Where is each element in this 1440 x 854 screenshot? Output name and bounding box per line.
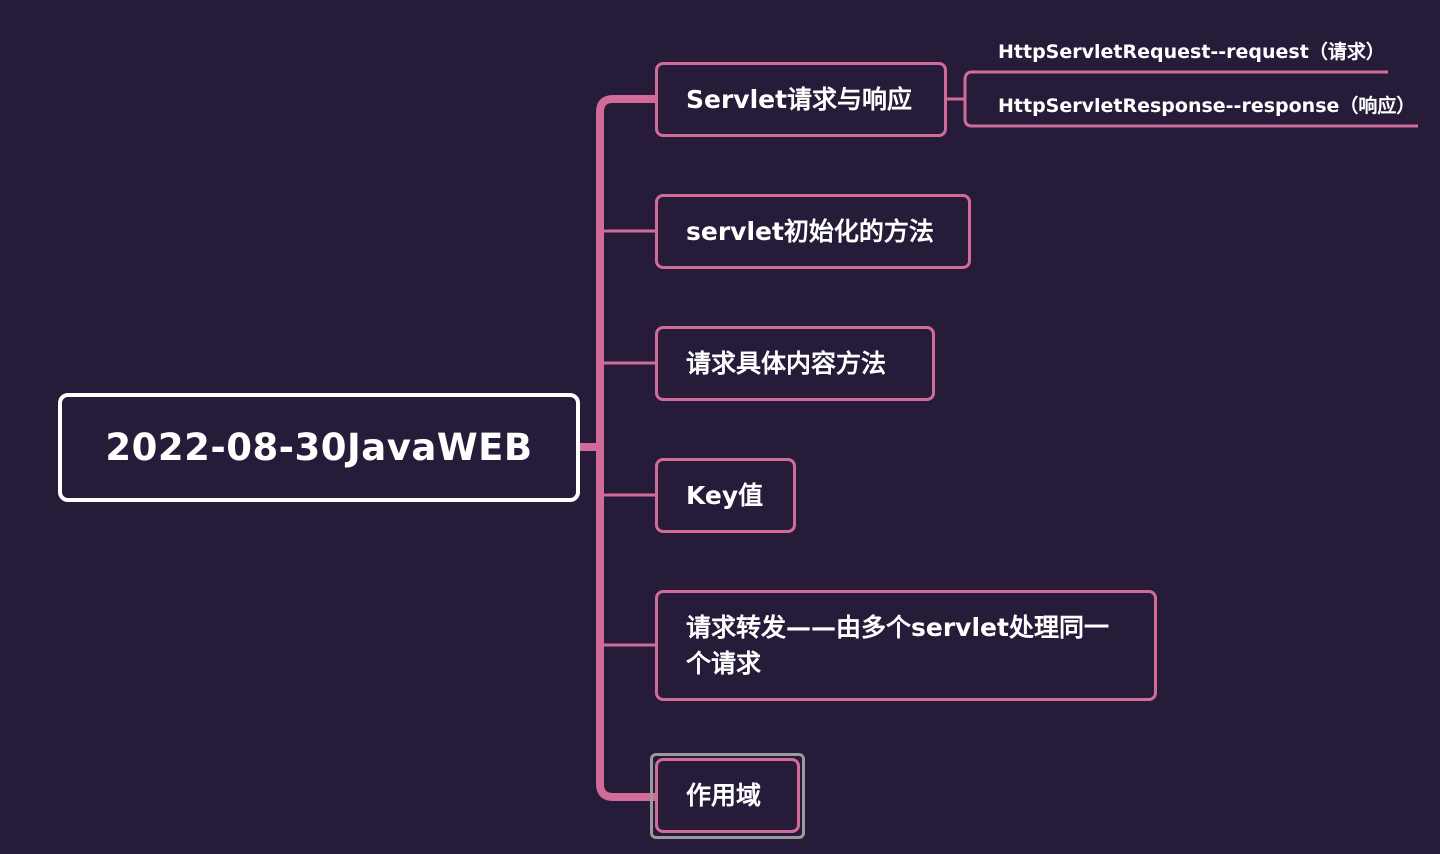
branch-node-servlet-init[interactable]: servlet初始化的方法 bbox=[655, 194, 971, 269]
branch-node-servlet-request-response[interactable]: Servlet请求与响应 bbox=[655, 62, 947, 137]
branch-label: 请求转发——由多个servlet处理同一个请求 bbox=[686, 612, 1109, 678]
trunk-line bbox=[596, 95, 660, 801]
branch-node-request-forward[interactable]: 请求转发——由多个servlet处理同一个请求 bbox=[655, 590, 1157, 701]
branch-node-key-value[interactable]: Key值 bbox=[655, 458, 796, 533]
leaf-connector bbox=[946, 70, 973, 128]
root-label: 2022-08-30JavaWEB bbox=[105, 426, 533, 469]
branch-label: 请求具体内容方法 bbox=[686, 348, 887, 378]
leaf-node-http-servlet-response[interactable]: HttpServletResponse--response（响应） bbox=[998, 91, 1415, 118]
branch-node-scope[interactable]: 作用域 bbox=[655, 758, 800, 833]
leaf-node-http-servlet-request[interactable]: HttpServletRequest--request（请求） bbox=[998, 37, 1385, 64]
leaf-label: HttpServletRequest--request（请求） bbox=[998, 41, 1385, 63]
branch-label: servlet初始化的方法 bbox=[686, 216, 934, 246]
selection-outline bbox=[650, 753, 805, 839]
branch-label: Key值 bbox=[686, 480, 764, 510]
branch-label: 作用域 bbox=[686, 780, 762, 810]
root-node[interactable]: 2022-08-30JavaWEB bbox=[58, 393, 580, 502]
branch-label: Servlet请求与响应 bbox=[686, 84, 913, 114]
leaf-label: HttpServletResponse--response（响应） bbox=[998, 95, 1416, 117]
branch-node-request-methods[interactable]: 请求具体内容方法 bbox=[655, 326, 935, 401]
